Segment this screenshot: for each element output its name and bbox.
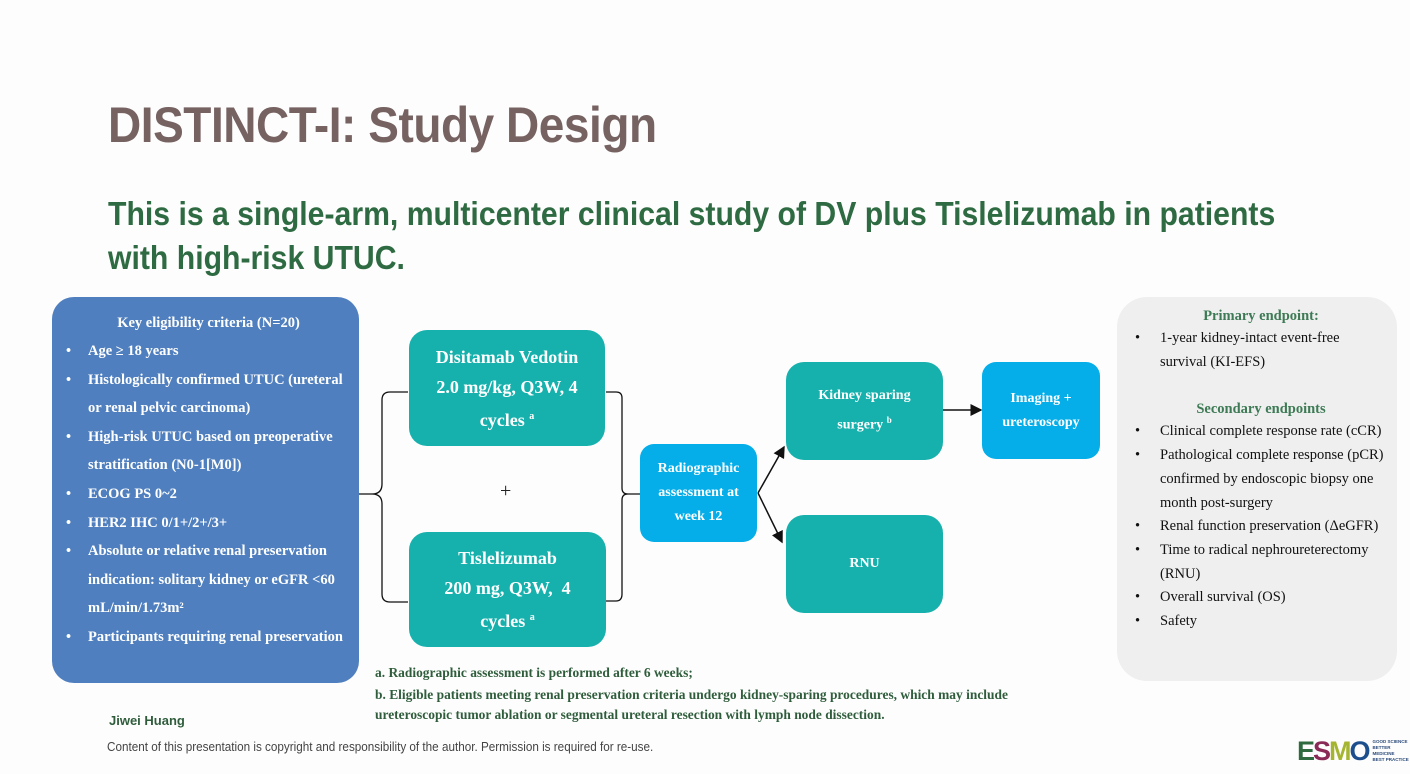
plus-sign: + bbox=[500, 480, 512, 502]
logo-tagline-line: GOOD SCIENCE bbox=[1372, 739, 1408, 744]
secondary-endpoint-item: Overall survival (OS) bbox=[1135, 586, 1387, 610]
eligibility-heading: Key eligibility criteria (N=20) bbox=[117, 315, 300, 331]
endpoints-box: Primary endpoint: 1-year kidney-intact e… bbox=[1117, 297, 1397, 681]
kidney-sparing-surgery-box: Kidney sparing surgery b bbox=[786, 362, 943, 460]
secondary-endpoint-item: Clinical complete response rate (cCR) bbox=[1135, 420, 1387, 444]
footnote-b: b. Eligible patients meeting renal prese… bbox=[375, 686, 1008, 726]
logo-tagline-line: BETTER MEDICINE bbox=[1372, 745, 1395, 756]
kidney-sparing-footnote-mark: b bbox=[886, 415, 892, 426]
kidney-sparing-label: Kidney sparing surgery bbox=[818, 388, 911, 433]
secondary-endpoint-item: Safety bbox=[1135, 610, 1387, 634]
eligibility-item: HER2 IHC 0/1+/2+/3+ bbox=[66, 509, 351, 538]
dv-footnote-mark: a bbox=[529, 410, 535, 422]
logo-letter-e: E bbox=[1297, 736, 1315, 766]
rnu-box: RNU bbox=[786, 515, 943, 613]
logo-letter-o: O bbox=[1349, 736, 1371, 766]
primary-endpoint-list: 1-year kidney-intact event-free survival… bbox=[1135, 327, 1387, 374]
radiographic-assessment-box: Radiographic assessment at week 12 bbox=[640, 444, 757, 542]
slide-title: DISTINCT-I: Study Design bbox=[108, 97, 657, 153]
tis-dose: 200 mg, Q3W, 4 bbox=[444, 578, 571, 598]
secondary-endpoint-item: Time to radical nephroureterectomy (RNU) bbox=[1135, 539, 1387, 586]
tis-name: Tislelizumab bbox=[458, 548, 557, 568]
esmo-logo: E S M O GOOD SCIENCE BETTER MEDICINE BES… bbox=[1297, 737, 1410, 765]
assessment-label: Radiographic assessment at week 12 bbox=[657, 461, 740, 524]
eligibility-item: Absolute or relative renal preservation … bbox=[66, 537, 351, 623]
eligibility-item: ECOG PS 0~2 bbox=[66, 480, 351, 509]
eligibility-item: High-risk UTUC based on preoperative str… bbox=[66, 423, 351, 480]
left-brace bbox=[359, 391, 408, 603]
logo-letter-s: S bbox=[1313, 736, 1331, 766]
footnote-a: a. Radiographic assessment is performed … bbox=[375, 666, 693, 681]
dv-name: Disitamab Vedotin bbox=[435, 346, 579, 367]
tis-footnote-mark: a bbox=[529, 612, 535, 623]
secondary-endpoint-list: Clinical complete response rate (cCR) Pa… bbox=[1135, 420, 1387, 633]
logo-letter-m: M bbox=[1329, 736, 1351, 766]
disitamab-vedotin-box: Disitamab Vedotin 2.0 mg/kg, Q3W, 4 cycl… bbox=[409, 330, 605, 446]
slide-subtitle: This is a single-arm, multicenter clinic… bbox=[108, 195, 1276, 276]
dv-cycles: cycles bbox=[479, 409, 525, 430]
primary-endpoint-heading: Primary endpoint: bbox=[1203, 308, 1319, 324]
arrow-to-rnu bbox=[757, 492, 783, 544]
logo-tagline: GOOD SCIENCE BETTER MEDICINE BEST PRACTI… bbox=[1373, 739, 1410, 763]
copyright-notice: Content of this presentation is copyrigh… bbox=[107, 739, 654, 754]
dv-dose: 2.0 mg/kg, Q3W, 4 bbox=[436, 376, 578, 397]
logo-tagline-line: BEST PRACTICE bbox=[1372, 757, 1409, 762]
arrow-to-kidney-sparing bbox=[757, 445, 785, 494]
secondary-endpoint-item: Renal function preservation (ΔeGFR) bbox=[1135, 515, 1387, 539]
tislelizumab-box: Tislelizumab 200 mg, Q3W, 4 cycles a bbox=[409, 532, 606, 647]
footnote-b-line-1: b. Eligible patients meeting renal prese… bbox=[375, 688, 1008, 703]
right-brace bbox=[606, 391, 640, 602]
eligibility-item: Participants requiring renal preservatio… bbox=[66, 623, 351, 652]
eligibility-box: Key eligibility criteria (N=20) Age ≥ 18… bbox=[52, 297, 359, 683]
footnote-b-line-2: ureteroscopic tumor ablation or segmenta… bbox=[375, 708, 885, 723]
eligibility-item: Histologically confirmed UTUC (ureteral … bbox=[66, 366, 351, 423]
eligibility-list: Age ≥ 18 years Histologically confirmed … bbox=[66, 337, 351, 652]
secondary-endpoint-item: Pathological complete response (pCR) con… bbox=[1135, 444, 1387, 515]
tis-cycles: cycles bbox=[480, 611, 526, 631]
primary-endpoint-item: 1-year kidney-intact event-free survival… bbox=[1135, 327, 1387, 374]
author-name: Jiwei Huang bbox=[109, 713, 185, 728]
rnu-label: RNU bbox=[849, 556, 880, 571]
imaging-label: Imaging + ureteroscopy bbox=[1002, 390, 1080, 430]
eligibility-item: Age ≥ 18 years bbox=[66, 337, 351, 366]
imaging-ureteroscopy-box: Imaging + ureteroscopy bbox=[982, 362, 1100, 459]
secondary-endpoint-heading: Secondary endpoints bbox=[1196, 401, 1326, 418]
